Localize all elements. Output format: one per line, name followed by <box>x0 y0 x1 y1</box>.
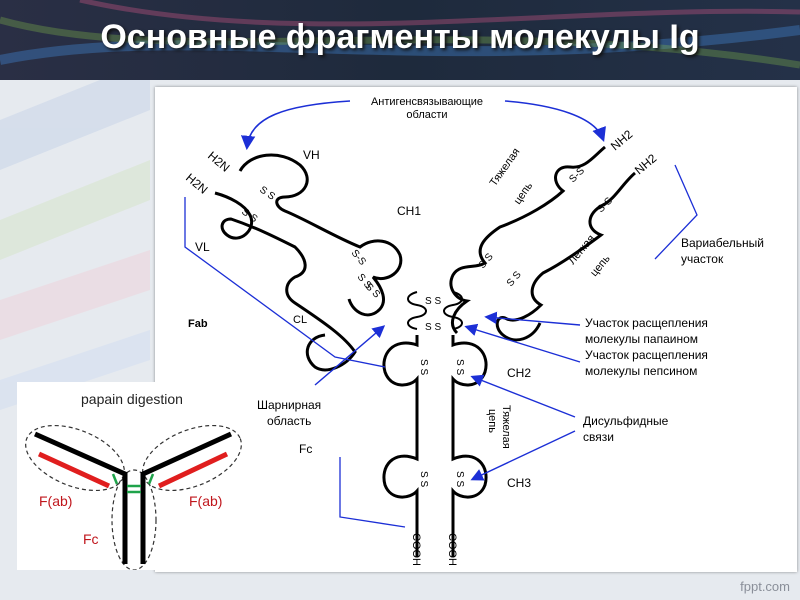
hinge-label: Шарнирная <box>257 398 321 412</box>
nh2-label-2: NH2 <box>632 151 660 177</box>
pepsin-site-label: Участок расщепления <box>585 348 708 362</box>
watermark: fppt.com <box>740 579 790 594</box>
cooh-label-1: COOH <box>410 533 422 566</box>
papain-arrow <box>484 311 581 326</box>
ss-bond-right-cl: S S <box>505 269 524 289</box>
variable-region-label-2: участок <box>681 252 724 266</box>
pepsin-arrow <box>464 323 581 363</box>
heavy-chain-label: Тяжелая <box>488 146 523 189</box>
heavy-chain-lower-label-2: цепь <box>486 409 498 433</box>
hinge-left-wiggle <box>407 291 427 330</box>
fab-label: Fab <box>188 318 208 330</box>
light-chain-label: Легкая <box>566 233 597 267</box>
inset-fab-right-label: F(ab) <box>189 493 222 509</box>
variable-region-label: Вариабельный <box>681 236 764 250</box>
antigen-binding-label-2: области <box>406 109 447 121</box>
right-heavy-chain <box>449 145 606 335</box>
ss-bond-hinge-1: S S <box>425 296 441 307</box>
slide-title: Основные фрагменты молекулы Ig <box>100 18 700 56</box>
hinge-right-wiggle <box>443 291 463 330</box>
ss-bond-ch1: S-S <box>349 248 368 268</box>
papain-site-label: Участок расщепления <box>585 316 708 330</box>
vh-label: VH <box>303 148 320 162</box>
inset-bond-left <box>111 473 119 485</box>
hinge-label-2: область <box>267 414 311 428</box>
vl-label: VL <box>195 240 210 254</box>
inset-title: papain digestion <box>81 391 183 407</box>
ig-structure-svg: Антигенсвязывающие области H2N H2N NH2 N… <box>183 96 764 566</box>
inset-light-left <box>37 451 111 489</box>
h2n-label-2: H2N <box>183 171 210 197</box>
fc-label: Fc <box>299 442 312 456</box>
heavy-chain-label-2: цепь <box>512 180 536 207</box>
variable-bracket <box>654 164 698 260</box>
papain-digestion-inset: papain digestion F(ab) F(ab) Fc <box>17 382 247 571</box>
papain-site-label-2: молекулы папаином <box>585 332 698 346</box>
inset-fc-label: Fc <box>83 531 99 547</box>
ch1-label: CH1 <box>397 204 421 218</box>
antigen-arrow-left <box>240 100 351 151</box>
inset-bond-right <box>147 473 155 485</box>
hinge-arrow <box>314 325 386 386</box>
ig-structure-diagram: Антигенсвязывающие области H2N H2N NH2 N… <box>155 87 797 572</box>
nh2-label-1: NH2 <box>608 127 636 153</box>
ss-bond-hinge-2: S S <box>425 322 441 333</box>
title-bar <box>0 0 800 80</box>
ss-bond-ch2-left: S S <box>418 359 429 375</box>
disulfide-arrow-1 <box>470 374 576 418</box>
ch3-label: CH3 <box>507 476 531 490</box>
ss-bond-ch3-right: S S <box>454 471 465 487</box>
fab-bracket <box>184 197 386 368</box>
inset-fab-right-ellipse <box>142 424 242 492</box>
ch2-label: CH2 <box>507 366 531 380</box>
heavy-chain-lower-label: Тяжелая <box>500 405 512 449</box>
disulfide-arrow-2 <box>470 430 576 481</box>
fc-right-chain <box>451 335 488 557</box>
disulfide-label-2: связи <box>583 430 614 444</box>
ss-bond-vh: S S <box>257 184 277 202</box>
light-chain-label-2: цепь <box>588 253 613 279</box>
papain-digestion-svg: papain digestion F(ab) F(ab) Fc <box>25 391 242 571</box>
inset-light-right <box>157 451 229 489</box>
disulfide-label: Дисульфидные <box>583 414 669 428</box>
pepsin-site-label-2: молекулы пепсином <box>585 364 697 378</box>
antigen-binding-label: Антигенсвязывающие <box>371 96 483 108</box>
right-light-chain <box>495 171 636 342</box>
left-light-chain <box>214 191 357 372</box>
inset-heavy-left <box>33 431 128 564</box>
cooh-label-2: COOH <box>446 533 458 566</box>
h2n-label-1: H2N <box>205 149 232 175</box>
ss-bond-ch2-right: S S <box>454 359 465 375</box>
ss-bond-ch3-left: S S <box>418 471 429 487</box>
antigen-arrow-right <box>504 100 606 143</box>
cl-label: CL <box>293 314 307 326</box>
inset-fab-left-label: F(ab) <box>39 493 72 509</box>
fc-bracket <box>339 457 406 528</box>
inset-heavy-right <box>140 431 233 564</box>
fc-left-chain <box>382 335 419 557</box>
left-heavy-chain <box>238 153 403 317</box>
